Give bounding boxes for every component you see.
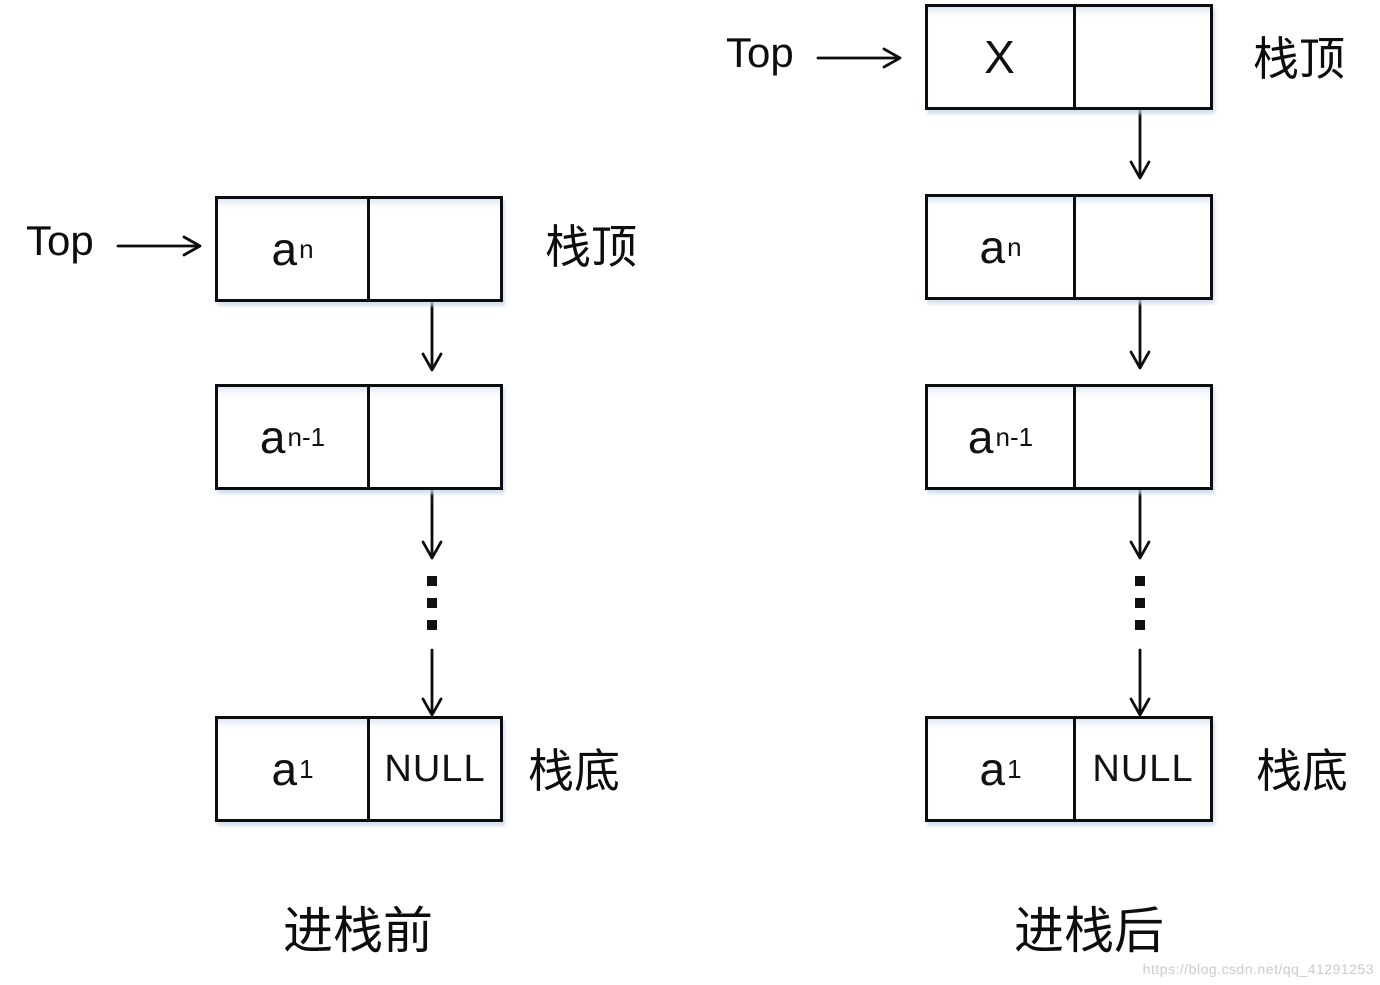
node-subscript: n (1007, 232, 1022, 262)
top-pointer-arrow-after (816, 47, 902, 69)
pointer-cell (1076, 197, 1210, 297)
ellipsis-dots-after (1135, 576, 1145, 630)
node-subscript: n-1 (287, 422, 326, 452)
watermark-url: https://blog.csdn.net/qq_41291253 (1142, 961, 1374, 977)
pointer-cell: NULL (1076, 719, 1210, 819)
top-pointer-label-before: Top (26, 217, 94, 264)
node-subscript: n (299, 234, 314, 264)
node-value: a (979, 221, 1006, 273)
pointer-cell (370, 387, 500, 487)
node-value: a (271, 743, 298, 795)
pointer-cell: NULL (370, 719, 500, 819)
data-cell: X (928, 7, 1076, 107)
stack-bottom-label-before: 栈底 (528, 745, 620, 797)
top-pointer-label-after: Top (726, 29, 794, 76)
node-value: a (979, 743, 1006, 795)
node-subscript: 1 (299, 754, 314, 784)
pointer-cell (1076, 387, 1210, 487)
stack-top-label-before: 栈顶 (545, 221, 637, 273)
pointer-value: NULL (384, 747, 486, 790)
ellipsis-dots-before (427, 576, 437, 630)
pointer-value: NULL (1092, 747, 1194, 790)
caption-before: 进栈前 (283, 903, 433, 959)
caption-after: 进栈后 (1014, 903, 1164, 959)
stack-top-label-after: 栈顶 (1253, 33, 1345, 85)
stack-node-x-after: X (925, 4, 1213, 110)
stack-bottom-label-after: 栈底 (1256, 745, 1348, 797)
node-value: X (984, 31, 1015, 83)
pointer-cell (370, 199, 500, 299)
top-pointer-arrow-before (116, 235, 202, 257)
node-subscript: n-1 (995, 422, 1034, 452)
node-value: a (967, 411, 994, 463)
link-arrow-before-3 (421, 648, 443, 717)
node-value: a (259, 411, 286, 463)
pointer-cell (1076, 7, 1210, 107)
node-value: a (271, 223, 298, 275)
link-arrow-after-3 (1129, 648, 1151, 717)
node-subscript: 1 (1007, 754, 1022, 784)
